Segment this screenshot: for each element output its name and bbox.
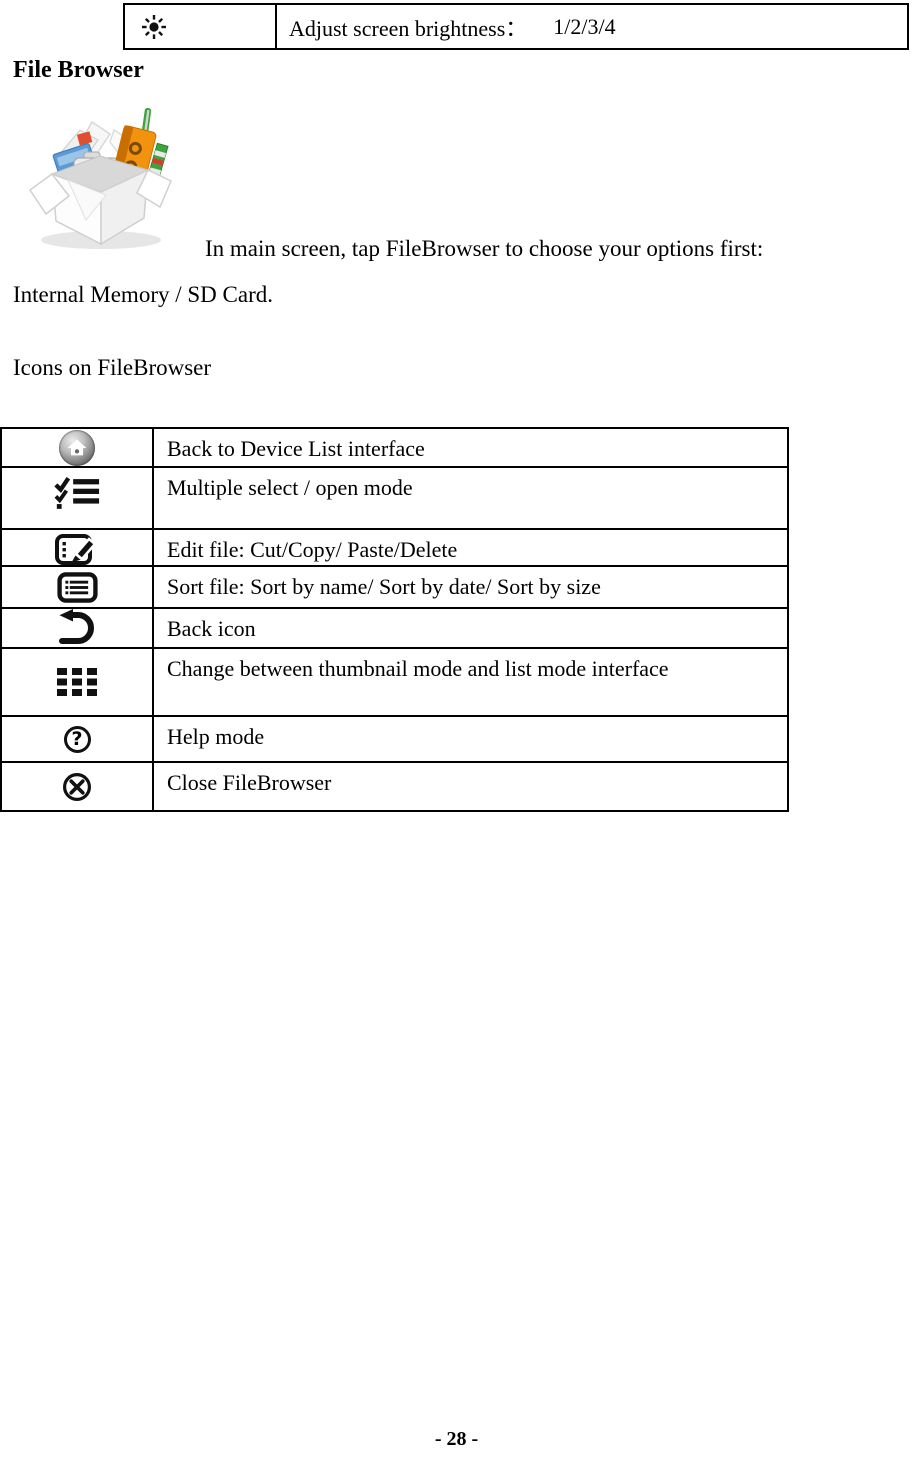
table-row: Back icon — [2, 607, 787, 647]
close-icon — [63, 772, 91, 801]
back-arrow-icon — [59, 609, 94, 644]
thumbnail-list-toggle-icon — [56, 668, 97, 696]
table-row: Sort file: Sort by name/ Sort by date/ S… — [2, 565, 787, 607]
brightness-icon — [142, 14, 166, 39]
table-row: Back to Device List interface — [2, 429, 787, 466]
brightness-label: Adjust screen brightness： — [289, 15, 528, 41]
home-device-list-icon — [59, 429, 100, 466]
intro-text-line2: Internal Memory / SD Card. — [13, 282, 273, 307]
brightness-value: 1/2/3/4 — [553, 13, 616, 39]
icon-description: Help mode — [167, 724, 265, 749]
brightness-icon-cell — [125, 5, 277, 48]
icon-cell — [2, 763, 154, 810]
page-number: - 28 - — [434, 1428, 479, 1450]
brightness-table-row: Adjust screen brightness： 1/2/3/4 — [123, 3, 909, 50]
icon-description: Back to Device List interface — [167, 436, 425, 461]
icon-cell — [2, 468, 154, 528]
icon-cell — [2, 609, 154, 647]
table-row: Change between thumbnail mode and list m… — [2, 647, 787, 715]
icon-cell — [2, 567, 154, 607]
file-browser-heading: File Browser — [13, 57, 144, 83]
icon-description: Multiple select / open mode — [167, 475, 413, 500]
filebrowser-open-box-icon — [28, 107, 172, 249]
table-row: Close FileBrowser — [2, 761, 787, 810]
edit-file-icon — [54, 533, 97, 565]
table-row: Edit file: Cut/Copy/ Paste/Delete — [2, 528, 787, 565]
help-icon: ? — [63, 725, 91, 753]
icon-description: Close FileBrowser — [167, 770, 332, 795]
table-row: Multiple select / open mode — [2, 466, 787, 528]
icon-cell — [2, 429, 154, 466]
icon-cell — [2, 649, 154, 715]
multi-select-icon — [54, 476, 100, 509]
filebrowser-icons-table: Back to Device List interface Multiple s… — [0, 427, 789, 812]
icon-cell — [2, 530, 154, 565]
help-glyph: ? — [71, 727, 83, 750]
icon-description: Back icon — [167, 616, 256, 641]
icon-description: Edit file: Cut/Copy/ Paste/Delete — [167, 537, 458, 562]
intro-text-line1: In main screen, tap FileBrowser to choos… — [205, 236, 764, 261]
table-row: ? Help mode — [2, 715, 787, 761]
icon-cell: ? — [2, 717, 154, 761]
icon-description: Change between thumbnail mode and list m… — [167, 656, 669, 681]
icon-description: Sort file: Sort by name/ Sort by date/ S… — [167, 574, 601, 599]
sort-file-icon — [56, 571, 98, 603]
brightness-description-cell: Adjust screen brightness： 1/2/3/4 — [277, 5, 907, 48]
icons-on-filebrowser-heading: Icons on FileBrowser — [13, 355, 212, 380]
